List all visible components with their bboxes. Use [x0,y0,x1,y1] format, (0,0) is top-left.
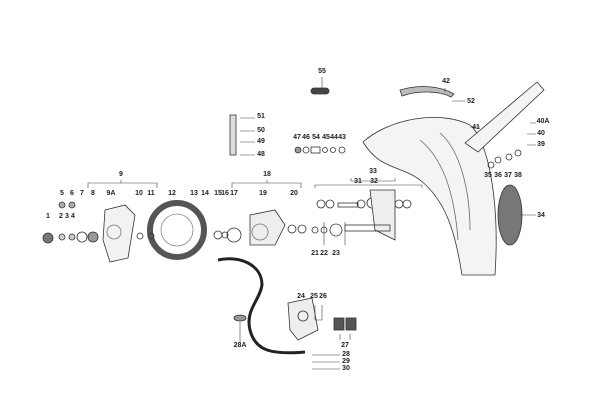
part-label-46: 46 [302,134,310,141]
part-label-31: 31 [354,178,362,185]
part-label-11: 11 [147,190,155,197]
bearing-1 [42,232,54,244]
part-label-49: 49 [257,138,265,145]
reflector-34 [497,184,523,246]
part-label-40: 40 [537,130,545,137]
part-label-28A: 28A [233,342,247,349]
part-label-35: 35 [484,172,492,179]
part-label-17: 17 [230,190,238,197]
part-label-55: 55 [318,68,326,75]
grommet-28A [233,314,247,322]
part-label-21: 21 [311,250,319,257]
part-label-42: 42 [442,78,450,85]
part-label-23: 23 [332,250,340,257]
part-label-29: 29 [342,358,350,365]
fork-leg [362,117,497,276]
part-label-16: 16 [221,190,229,197]
part-label-2: 2 [59,213,63,220]
part-label-13: 13 [190,190,198,197]
part-label-14: 14 [201,190,209,197]
part-label-38: 38 [514,172,522,179]
part-label-44: 44 [330,134,338,141]
part-label-18: 18 [263,171,271,178]
part-label-10: 10 [135,190,143,197]
part-label-25: 25 [310,293,318,300]
part-label-36: 36 [494,172,502,179]
fender-42 [399,86,455,98]
part-label-47: 47 [293,134,301,141]
part-label-8: 8 [91,190,95,197]
part-label-51: 51 [257,113,265,120]
part-label-39: 39 [537,141,545,148]
grip-55 [310,87,330,95]
part-label-9: 9 [119,171,123,178]
steering-tube [464,81,545,153]
part-label-40A: 40A [536,118,550,125]
part-label-43: 43 [338,134,346,141]
part-label-50: 50 [257,127,265,134]
part-label-30: 30 [342,365,350,372]
part-label-19: 19 [259,190,267,197]
part-label-7: 7 [80,190,84,197]
part-label-1: 1 [46,213,50,220]
part-label-45: 45 [322,134,330,141]
caliper-19 [249,209,286,246]
part-label-54: 54 [312,134,320,141]
part-label-15: 15 [214,190,222,197]
part-label-26: 26 [319,293,327,300]
part-label-20: 20 [290,190,298,197]
part-label-3: 3 [65,213,69,220]
brake-pads-27 [333,317,345,331]
caliper-24 [287,297,319,341]
part-label-28: 28 [342,351,350,358]
part-label-41: 41 [472,124,480,131]
hub-9A [102,204,136,263]
part-label-32: 32 [370,178,378,185]
part-label-34: 34 [537,212,545,219]
part-label-4: 4 [71,213,75,220]
part-label-6: 6 [70,190,74,197]
part-label-33: 33 [369,168,377,175]
part-label-12: 12 [168,190,176,197]
part-label-48: 48 [257,151,265,158]
part-label-27: 27 [341,342,349,349]
part-label-5: 5 [60,190,64,197]
brake-hose [217,257,306,355]
part-label-9A: 9A [106,190,116,197]
part-label-24: 24 [297,293,305,300]
part-label-37: 37 [504,172,512,179]
part-label-52: 52 [467,98,475,105]
brake-disc [147,200,207,260]
part-label-22: 22 [320,250,328,257]
